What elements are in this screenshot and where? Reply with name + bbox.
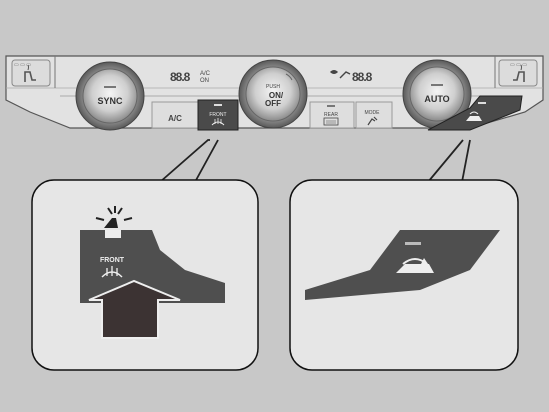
sync-knob[interactable]: SYNC [75,61,145,131]
ac-indicator: A/C [200,71,211,77]
ac-button-label: A/C [168,114,182,123]
onoff-bottom-label: OFF [265,99,281,108]
press-arrow-icon [88,279,181,339]
left-seat-heater-button[interactable]: ▭ ▭ ▭ [11,59,51,87]
svg-text:▭ ▭ ▭: ▭ ▭ ▭ [510,62,527,68]
seat-heater-icon [513,64,525,82]
front-defrost-icon [211,118,225,126]
left-temperature-display: 88.8 A/C ON [170,70,211,84]
auto-knob[interactable]: AUTO [402,59,472,129]
fan-icon [285,73,293,81]
power-fan-knob[interactable]: PUSH ON/ OFF [238,59,308,129]
seat-heater-icon [24,64,36,82]
recirculation-icon [466,111,482,121]
callout-front-label: FRONT [100,257,125,264]
sync-label: SYNC [97,96,123,106]
front-defrost-button[interactable]: FRONT [197,99,239,131]
indicator-light-icon [327,105,335,107]
front-label: FRONT [209,112,226,118]
onoff-top-label: ON/ [269,91,284,100]
push-label: PUSH [266,84,280,90]
recirculation-icon [396,258,434,273]
rear-defrost-icon [323,117,339,126]
front-defrost-icon [101,266,123,278]
indicator-light-icon [95,206,133,238]
recirculation-button[interactable] [427,95,523,131]
svg-text:▭ ▭ ▭: ▭ ▭ ▭ [14,62,31,68]
indicator-light-icon [104,86,116,88]
recirculation-callout [289,179,519,371]
mode-label: MODE [365,110,381,116]
indicator-light-icon [214,104,222,106]
right-temperature-display: 88.8 [330,70,374,84]
right-seat-heater-button[interactable]: ▭ ▭ ▭ [498,59,538,87]
mode-button[interactable]: MODE [355,101,393,129]
callout-connectors [159,139,471,183]
right-temp-digits: 88.8 [352,70,373,84]
rear-label: REAR [324,112,338,118]
fan-speed-icon [330,70,351,79]
indicator-light-icon [431,84,443,86]
auto-label: AUTO [424,94,449,104]
rear-defrost-button[interactable]: REAR [309,101,355,129]
front-defrost-callout: FRONT [31,179,259,371]
ac-indicator-sub: ON [200,78,209,84]
indicator-light-icon [478,102,486,104]
ac-button[interactable]: A/C [151,101,199,129]
indicator-light-icon [405,242,421,245]
mode-icon [367,116,378,126]
left-temp-digits: 88.8 [170,70,191,84]
